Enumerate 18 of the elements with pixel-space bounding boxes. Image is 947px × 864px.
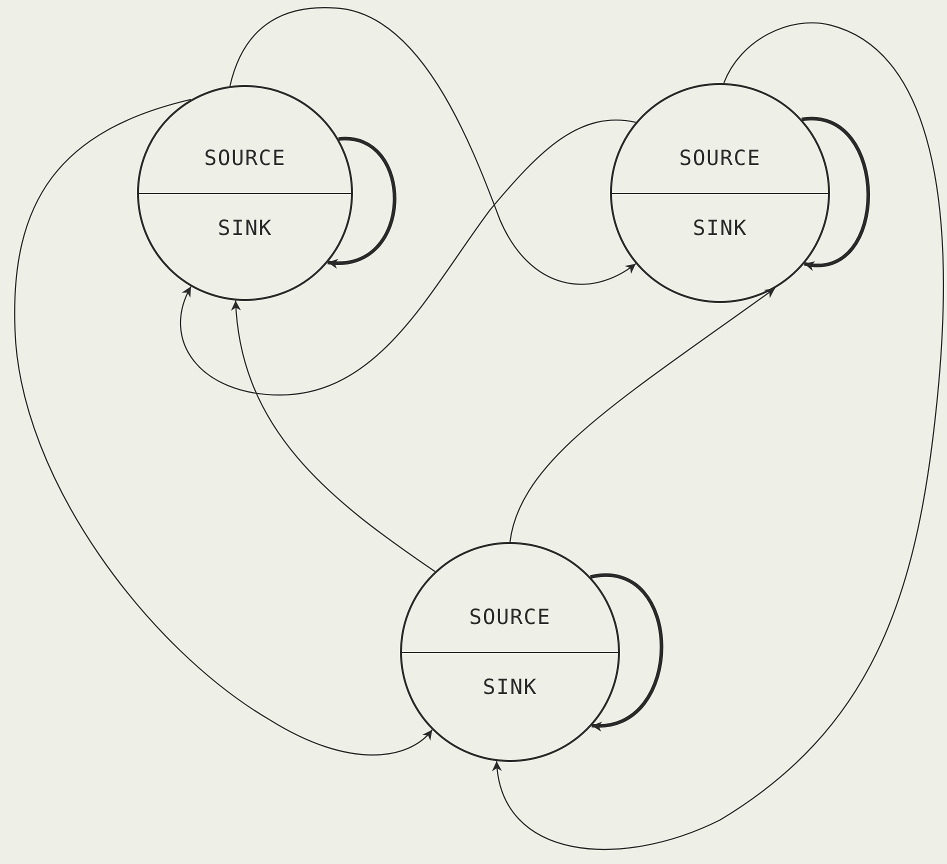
arrow [590, 574, 664, 730]
arrow [232, 300, 436, 572]
arrow [493, 22, 944, 850]
state-circle [400, 542, 620, 762]
arrow [328, 137, 396, 268]
state-label: SINK [218, 216, 272, 240]
state-label: SOURCE [204, 146, 286, 170]
arrow [229, 7, 636, 285]
state-label: SOURCE [679, 146, 761, 170]
state-circle [610, 83, 830, 303]
arrow [509, 288, 776, 542]
state-label: SINK [482, 675, 538, 699]
arrow [180, 120, 636, 396]
arrow [802, 118, 870, 270]
state-circle [137, 85, 353, 301]
state-label: SOURCE [469, 605, 551, 629]
state-label: SINK [692, 216, 748, 240]
arrow [14, 98, 433, 756]
